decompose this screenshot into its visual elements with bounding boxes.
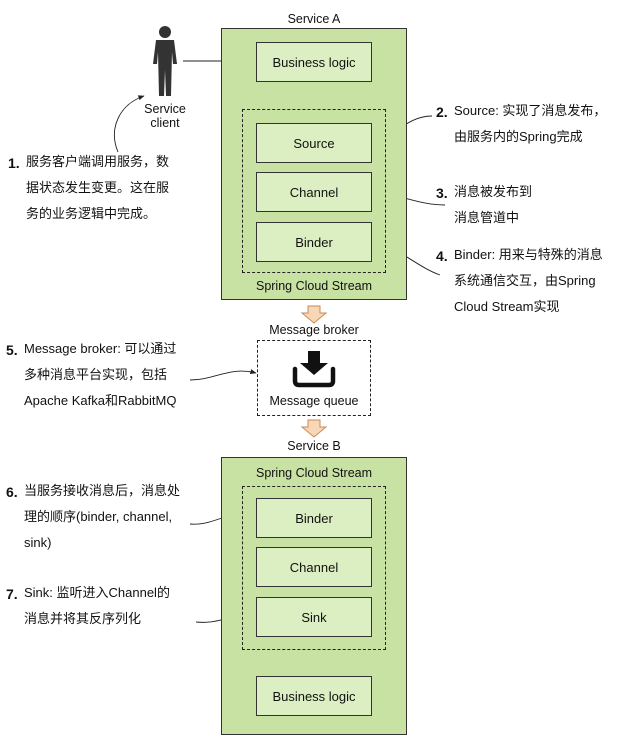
note-2-line-1: Source: 实现了消息发布， xyxy=(454,103,607,118)
note-3-line-2: 消息管道中 xyxy=(454,210,520,225)
note-4-line-2: 系统通信交互，由Spring xyxy=(454,273,596,288)
message-queue-box: Message queue xyxy=(257,340,371,416)
service-b-sink: Sink xyxy=(256,597,372,637)
service-a-business-logic: Business logic xyxy=(256,42,372,82)
flow-down-arrow-icon xyxy=(300,419,328,438)
service-b-box: Spring Cloud Stream Binder Channel Sink … xyxy=(221,457,407,735)
service-client: Service client xyxy=(140,24,190,134)
note-7-text: Sink: 监听进入Channel的 消息并将其反序列化 xyxy=(24,580,170,632)
note1-pointer xyxy=(114,95,145,153)
note-2-line-2: 由服务内的Spring完成 xyxy=(454,129,583,144)
service-a-binder: Binder xyxy=(256,222,372,262)
note-6-line-1: 当服务接收消息后，消息处 xyxy=(24,483,181,498)
service-b-binder: Binder xyxy=(256,498,372,538)
service-b-binding-group xyxy=(242,486,386,650)
service-b-title: Service B xyxy=(287,439,341,453)
note-6-number: 6. xyxy=(6,484,18,500)
service-client-label-line2: client xyxy=(150,116,180,130)
service-a-channel: Channel xyxy=(256,172,372,212)
service-a-binding-group xyxy=(242,109,386,273)
note-1-text: 服务客户端调用服务，数 据状态发生变更。这在服 务的业务逻辑中完成。 xyxy=(26,149,169,227)
note-2-text: Source: 实现了消息发布， 由服务内的Spring完成 xyxy=(454,98,606,150)
note-1-line-3: 务的业务逻辑中完成。 xyxy=(26,206,157,221)
note-1-line-1: 服务客户端调用服务，数 xyxy=(26,154,170,169)
note-4-line-3: Cloud Stream实现 xyxy=(454,299,560,314)
note-3-number: 3. xyxy=(436,185,448,201)
note-5-number: 5. xyxy=(6,342,18,358)
note-4-line-1: Binder: 用来与特殊的消息 xyxy=(454,247,603,262)
note5-pointer xyxy=(189,369,257,381)
service-a-box: Business logic Source Channel Binder Spr… xyxy=(221,28,407,300)
service-a-source: Source xyxy=(256,123,372,163)
note-6-line-2: 理的顺序(binder, channel, xyxy=(24,509,173,524)
note-2-number: 2. xyxy=(436,104,448,120)
note-7-number: 7. xyxy=(6,586,18,602)
note-4-text: Binder: 用来与特殊的消息 系统通信交互，由Spring Cloud St… xyxy=(454,242,603,320)
download-tray-icon xyxy=(292,351,336,388)
note-3-text: 消息被发布到 消息管道中 xyxy=(454,179,532,231)
note-1-line-2: 据状态发生变更。这在服 xyxy=(26,180,170,195)
broker-title: Message broker xyxy=(269,323,359,337)
service-b-channel: Channel xyxy=(256,547,372,587)
service-client-label-line1: Service xyxy=(144,102,186,116)
service-a-title: Service A xyxy=(287,12,341,26)
service-b-business-logic: Business logic xyxy=(256,676,372,716)
note-7-line-2: 消息并将其反序列化 xyxy=(24,611,142,626)
note-5-line-3: Apache Kafka和RabbitMQ xyxy=(24,393,177,408)
note-3-line-1: 消息被发布到 xyxy=(454,184,533,199)
note-1-number: 1. xyxy=(8,155,20,171)
note-6-line-3: sink) xyxy=(24,535,52,550)
service-a-framework-label: Spring Cloud Stream xyxy=(255,279,373,293)
person-icon xyxy=(153,26,177,96)
note-7-line-1: Sink: 监听进入Channel的 xyxy=(24,585,170,600)
service-b-framework-label: Spring Cloud Stream xyxy=(255,466,373,480)
flow-down-arrow-icon xyxy=(300,305,328,324)
note-5-line-1: Message broker: 可以通过 xyxy=(24,341,177,356)
note-6-text: 当服务接收消息后，消息处 理的顺序(binder, channel, sink) xyxy=(24,478,180,556)
note-5-line-2: 多种消息平台实现，包括 xyxy=(24,367,168,382)
note-4-number: 4. xyxy=(436,248,448,264)
note-5-text: Message broker: 可以通过 多种消息平台实现，包括 Apache … xyxy=(24,336,176,414)
message-queue-label: Message queue xyxy=(269,394,359,408)
